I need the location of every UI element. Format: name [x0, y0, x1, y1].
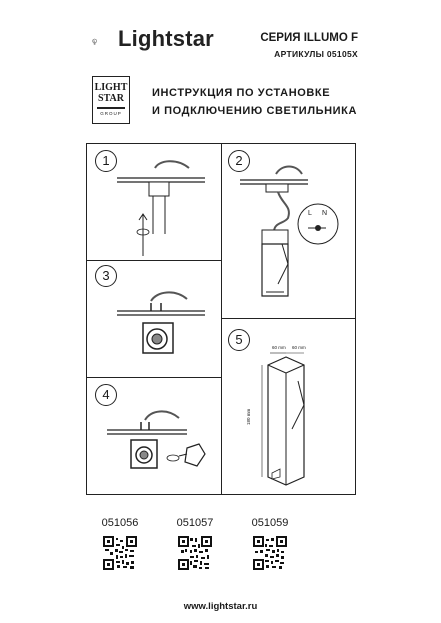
step-4-number: 4	[95, 384, 117, 406]
instruction-title-line-2: И ПОДКЛЮЧЕНИЮ СВЕТИЛЬНИКА	[152, 105, 358, 117]
step-5-panel: 60 mm 60 mm 180 mm 5	[221, 318, 356, 495]
qr-code-icon	[178, 536, 212, 570]
instruction-title-line-1: ИНСТРУКЦИЯ ПО УСТАНОВКЕ	[152, 87, 331, 99]
badge-line-3: GROUP	[100, 111, 122, 116]
badge-line-1: LIGHT	[94, 82, 128, 93]
badge-line-2: STAR	[98, 93, 124, 104]
lightstar-logo-icon	[92, 38, 97, 45]
qr-code-icon	[253, 536, 287, 570]
code-051056: 051056	[101, 517, 139, 529]
dim-depth-label: 60 mm	[292, 345, 306, 350]
step-1-number: 1	[95, 150, 117, 172]
step-4-panel: 4	[86, 377, 222, 495]
articles-line: АРТИКУЛЫ 05105X	[274, 49, 358, 59]
step-3-illustration	[117, 291, 205, 354]
code-051059: 051059	[251, 517, 289, 529]
instruction-title: ИНСТРУКЦИЯ ПО УСТАНОВКЕ И ПОДКЛЮЧЕНИЮ СВ…	[152, 84, 362, 120]
step-1-panel: 1	[86, 143, 222, 261]
step-1-illustration	[117, 160, 205, 256]
dim-width-label: 60 mm	[272, 345, 286, 350]
step-3-number: 3	[95, 265, 117, 287]
lightstar-group-badge: LIGHT STAR GROUP	[92, 76, 130, 124]
qr-code-icon	[103, 536, 137, 570]
step-5-number: 5	[228, 329, 250, 351]
badge-divider	[97, 107, 125, 109]
footer-url[interactable]: www.lightstar.ru	[183, 601, 258, 612]
code-051057: 051057	[176, 517, 214, 529]
step-4-illustration	[107, 410, 206, 469]
dim-height-label: 180 mm	[246, 408, 251, 425]
wire-label-l: L	[308, 210, 312, 217]
step-2-panel: L N 2	[221, 143, 356, 319]
step-3-panel: 3	[86, 260, 222, 378]
series-title: СЕРИЯ ILLUMO F	[260, 32, 358, 44]
wire-label-n: N	[322, 210, 328, 217]
brand-name: Lightstar	[118, 26, 214, 51]
step-5-illustration	[261, 352, 305, 486]
step-2-illustration	[240, 165, 339, 297]
step-2-number: 2	[228, 150, 250, 172]
